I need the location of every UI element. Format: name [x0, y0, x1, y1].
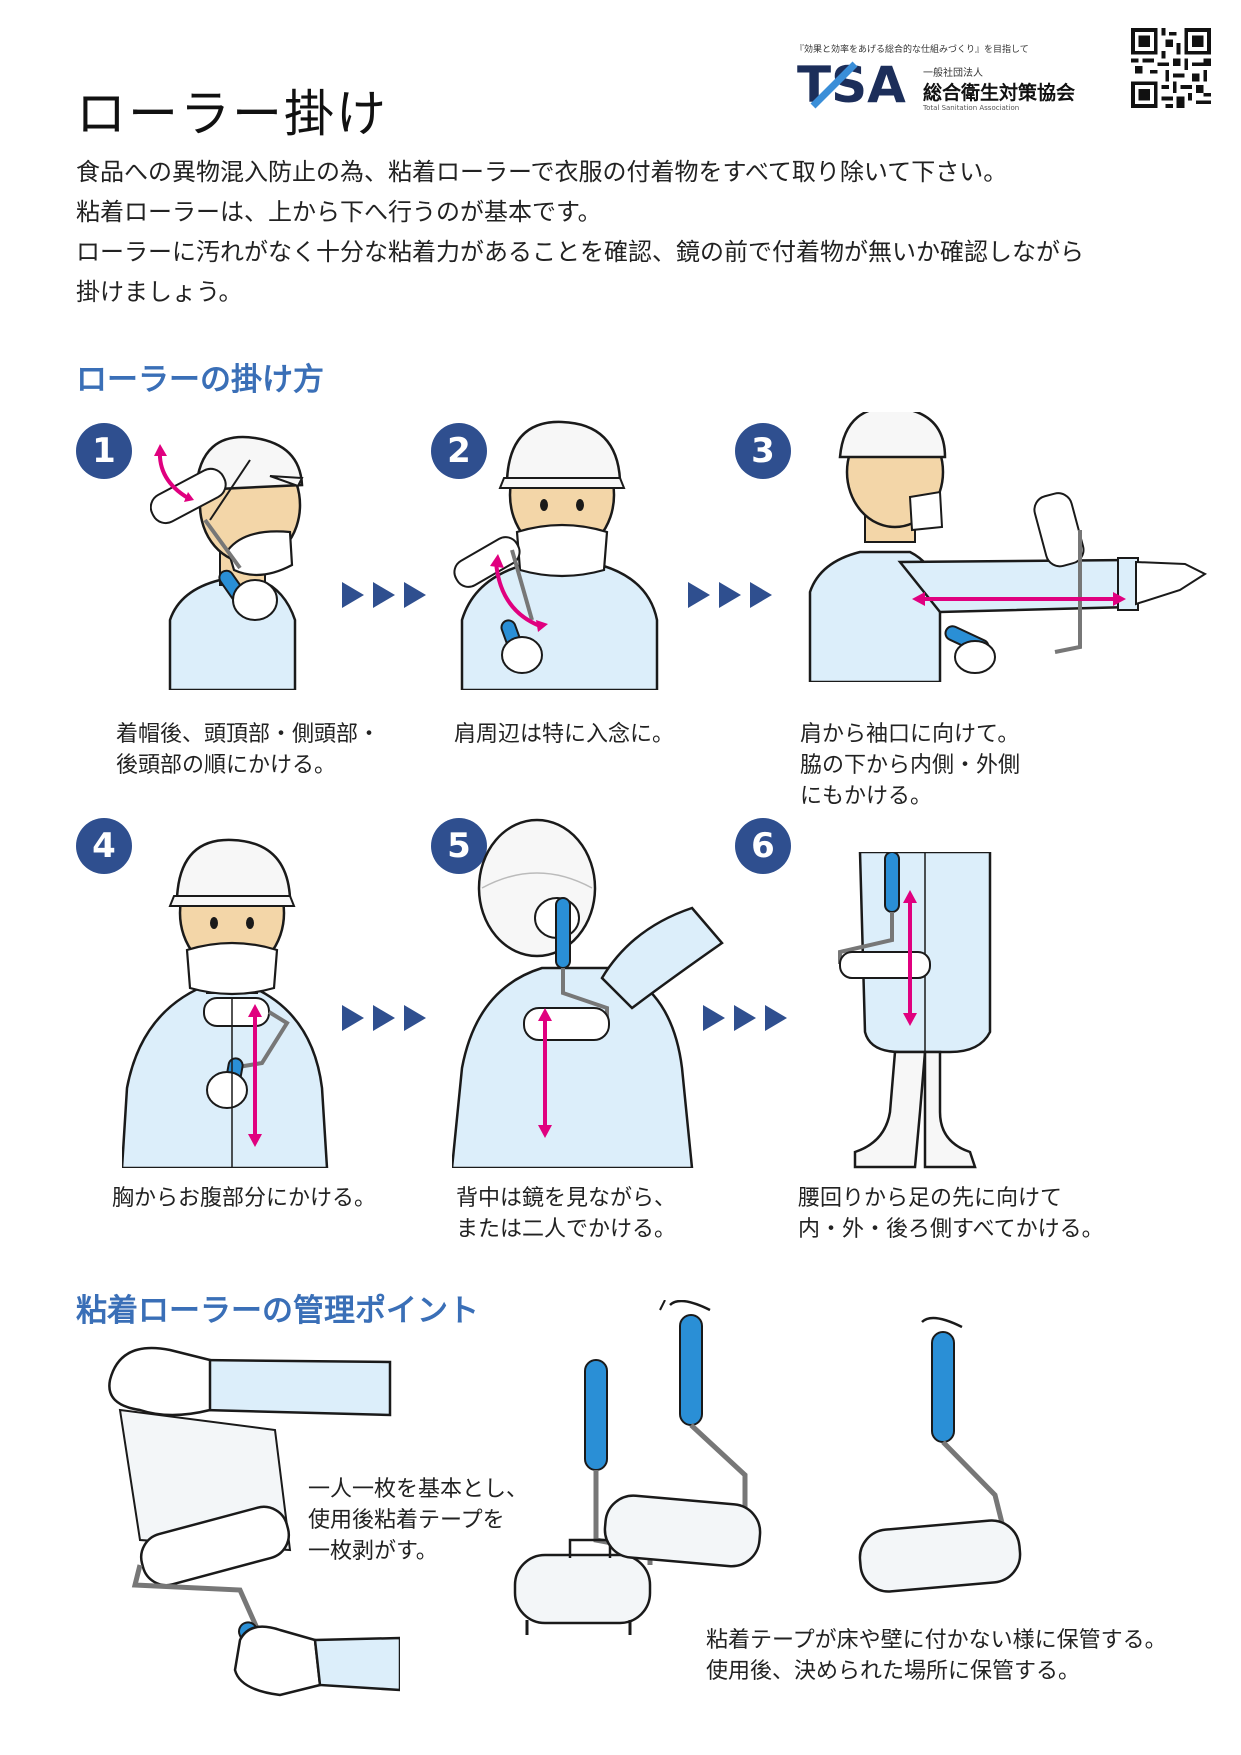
- roller-storage-illustration: [513, 1300, 1022, 1635]
- next-arrows-icon: [342, 1005, 426, 1031]
- next-arrows-icon: [342, 582, 426, 608]
- caption-line: 粘着テープが床や壁に付かない様に保管する。: [706, 1628, 1167, 1653]
- caption-line: 使用後、決められた場所に保管する。: [706, 1659, 1081, 1684]
- step-number-5: 5: [431, 818, 487, 874]
- intro-line-4: 掛けましょう。: [76, 278, 243, 306]
- arm-rolling-illustration: [808, 412, 1208, 682]
- step-caption-5: 背中は鏡を見ながら、 または二人でかける。: [456, 1183, 676, 1245]
- caption-line: 一枚剥がす。: [308, 1539, 438, 1564]
- step-number-6: 6: [735, 818, 791, 874]
- intro-line-2: 粘着ローラーは、上から下へ行うのが基本です。: [76, 198, 602, 226]
- intro-line-1: 食品への異物混入防止の為、粘着ローラーで衣服の付着物をすべて取り除いて下さい。: [76, 158, 1008, 186]
- org-type: 一般社団法人: [923, 68, 983, 79]
- caption-line: 脇の下から内側・外側: [800, 753, 1021, 778]
- step-caption-6: 腰回りから足の先に向けて 内・外・後ろ側すべてかける。: [798, 1183, 1104, 1245]
- caption-line: 一人一枚を基本とし、: [308, 1477, 529, 1502]
- peel-tape-illustration: [108, 1346, 400, 1697]
- qr-code-icon[interactable]: [1131, 28, 1211, 108]
- section-heading-management: 粘着ローラーの管理ポイント: [76, 1293, 479, 1329]
- section-heading-method: ローラーの掛け方: [76, 362, 324, 398]
- intro-text: 食品への異物混入防止の為、粘着ローラーで衣服の付着物をすべて取り除いて下さい。 …: [76, 152, 1186, 312]
- caption-line: にもかける。: [800, 784, 933, 809]
- caption-line: 胸からお腹部分にかける。: [112, 1186, 377, 1211]
- step-caption-3: 肩から袖口に向けて。 脇の下から内側・外側 にもかける。: [800, 719, 1020, 812]
- caption-line: 着帽後、頭頂部・側頭部・: [116, 722, 381, 747]
- caption-line: 腰回りから足の先に向けて: [798, 1186, 1063, 1211]
- step-number-3: 3: [735, 423, 791, 479]
- caption-line: 使用後粘着テープを: [308, 1508, 505, 1533]
- step-number-2: 2: [431, 423, 487, 479]
- management-caption-1: 一人一枚を基本とし、 使用後粘着テープを 一枚剥がす。: [308, 1474, 528, 1567]
- org-logo-block: 『効果と効率をあげる総合的な仕組みづくり』を目指して TSA 一般社団法人 総合…: [795, 40, 1135, 120]
- caption-line: 後頭部の順にかける。: [116, 753, 337, 778]
- caption-line: または二人でかける。: [456, 1217, 677, 1242]
- back-rolling-illustration: [452, 818, 724, 1168]
- caption-line: 肩から袖口に向けて。: [800, 722, 1020, 747]
- org-name: 総合衛生対策協会: [923, 82, 1076, 104]
- legs-rolling-illustration: [838, 852, 992, 1169]
- caption-line: 肩周辺は特に入念に。: [454, 722, 675, 747]
- next-arrows-icon: [703, 1005, 787, 1031]
- step-number-4: 4: [76, 818, 132, 874]
- head-rolling-illustration: [150, 435, 304, 690]
- caption-line: 背中は鏡を見ながら、: [456, 1186, 677, 1211]
- org-tagline: 『効果と効率をあげる総合的な仕組みづくり』を目指して: [795, 45, 1029, 55]
- step-caption-2: 肩周辺は特に入念に。: [454, 719, 674, 750]
- step-caption-1: 着帽後、頭頂部・側頭部・ 後頭部の順にかける。: [116, 719, 380, 781]
- tsa-logo-icon: TSA: [797, 58, 906, 110]
- step-number-1: 1: [76, 423, 132, 479]
- shoulder-rolling-illustration: [453, 420, 659, 690]
- page-title: ローラー掛け: [76, 85, 388, 143]
- step-caption-4: 胸からお腹部分にかける。: [112, 1183, 376, 1214]
- intro-line-3: ローラーに汚れがなく十分な粘着力があることを確認、鏡の前で付着物が無いか確認しな…: [76, 238, 1084, 266]
- chest-rolling-illustration: [122, 838, 329, 1168]
- org-name-en: Total Sanitation Association: [923, 104, 1020, 112]
- next-arrows-icon: [688, 582, 772, 608]
- management-caption-2: 粘着テープが床や壁に付かない様に保管する。 使用後、決められた場所に保管する。: [706, 1625, 1167, 1687]
- caption-line: 内・外・後ろ側すべてかける。: [798, 1217, 1104, 1242]
